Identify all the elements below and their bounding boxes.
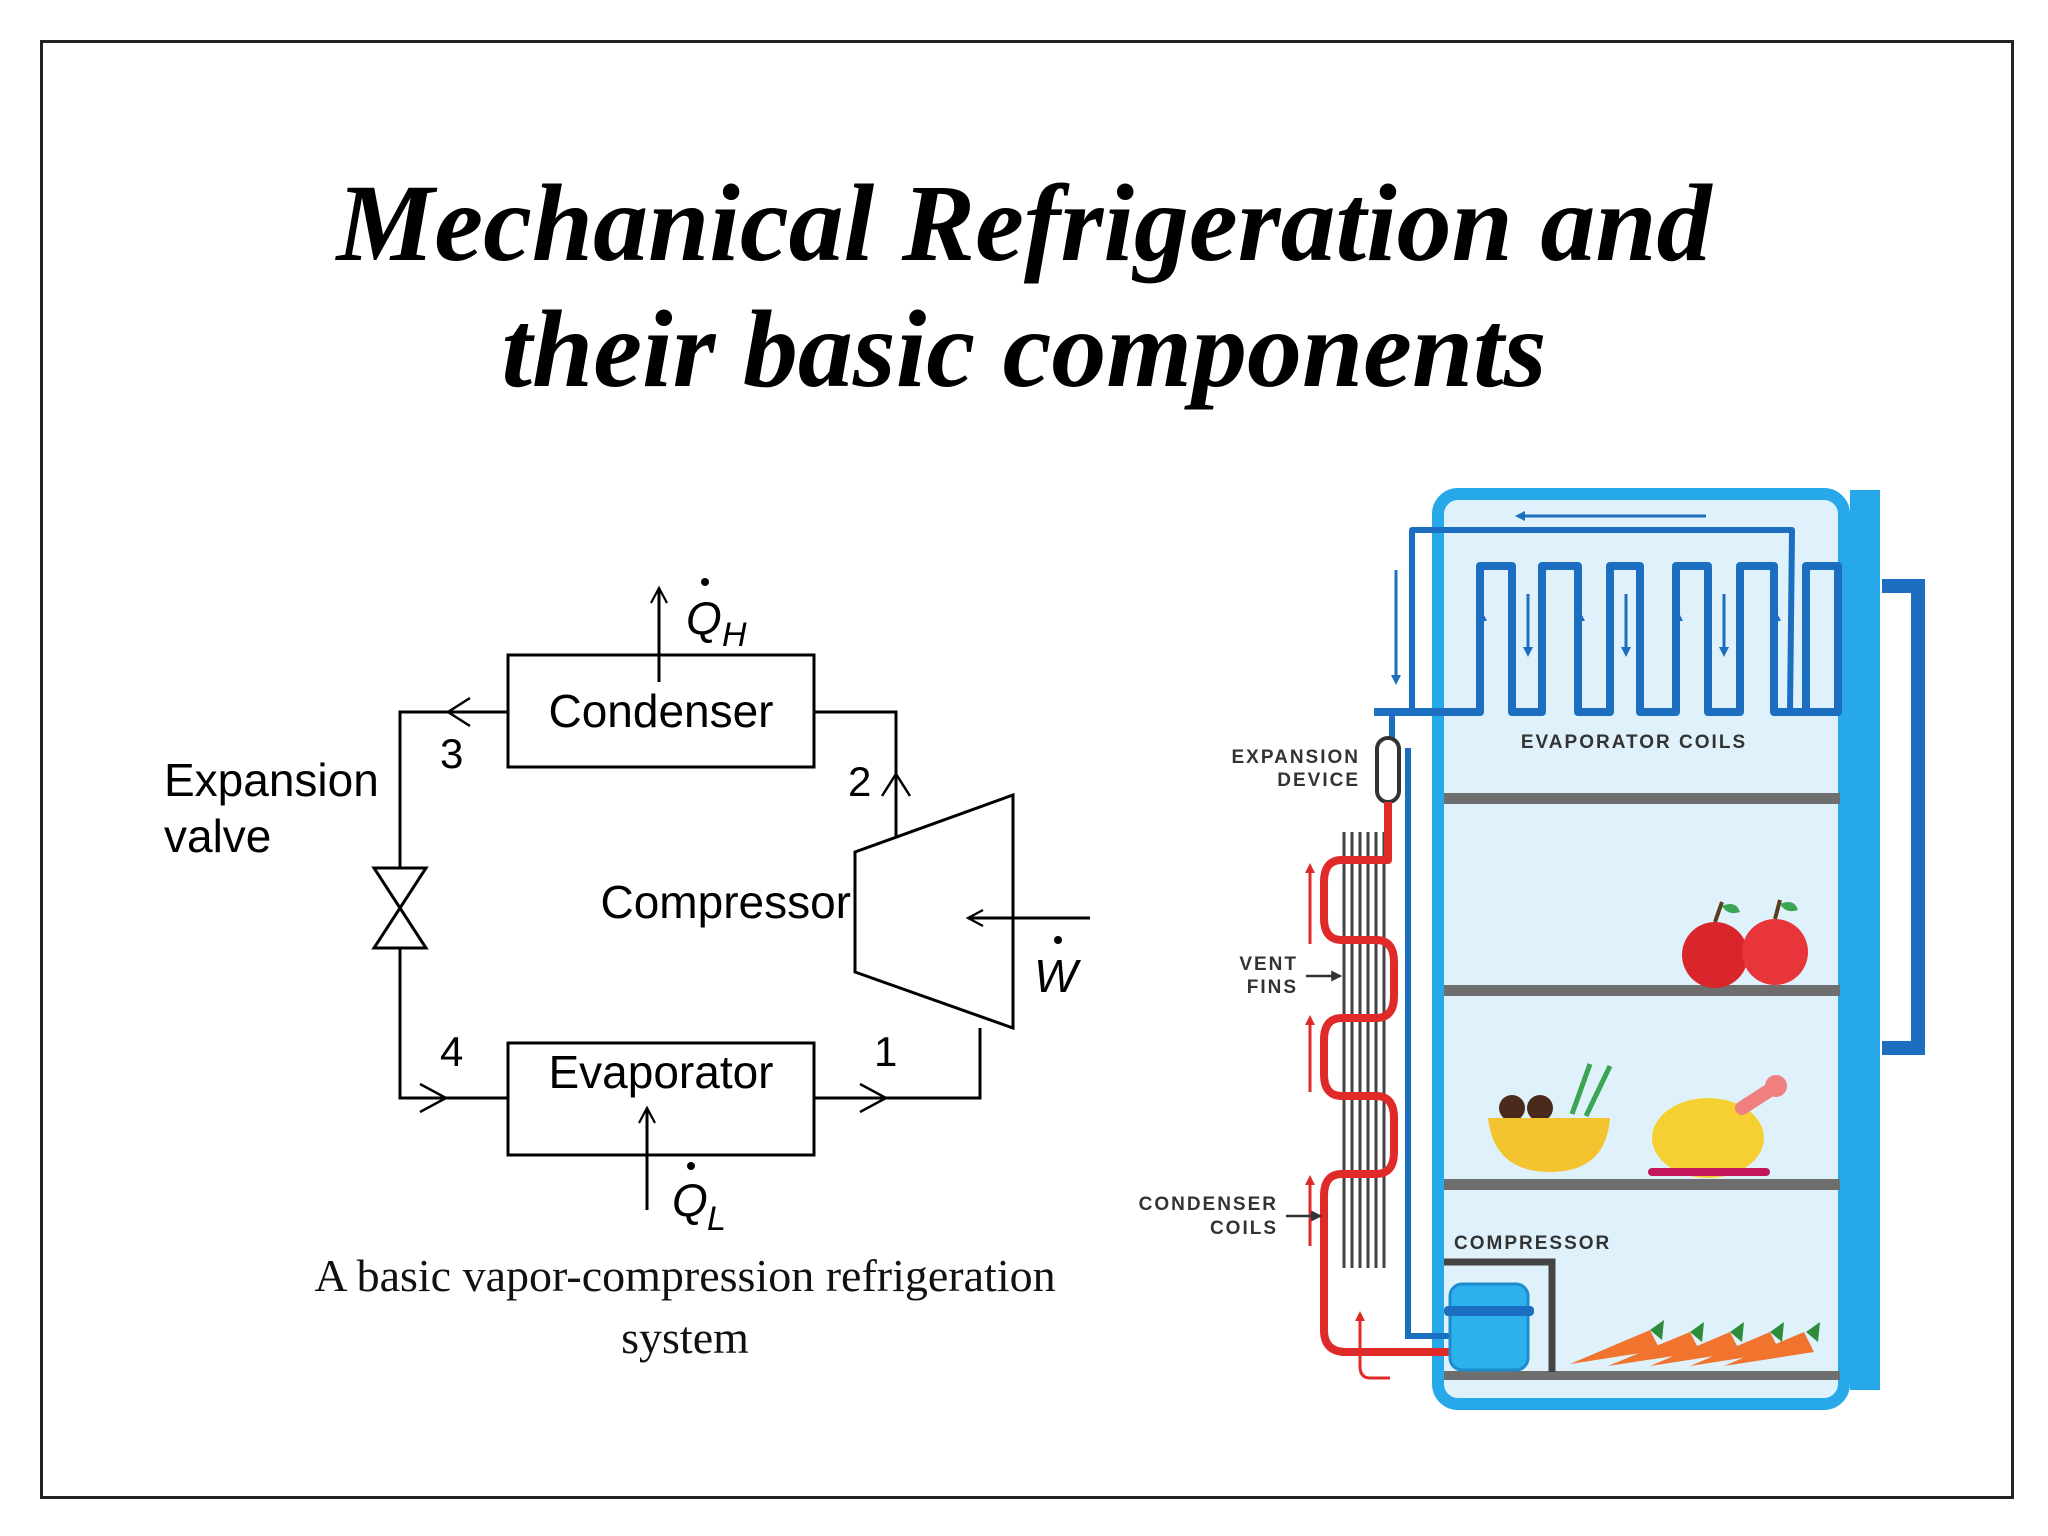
slide-title: Mechanical Refrigeration and their basic… — [0, 160, 2048, 412]
fridge-door-edge — [1850, 490, 1880, 1390]
fridge-compressor-band — [1444, 1306, 1534, 1316]
expansion-device-label-1: EXPANSION — [1231, 747, 1360, 768]
compressor-shape — [853, 792, 1015, 1031]
shelf-3 — [1444, 1179, 1840, 1190]
evaporator-label: Evaporator — [548, 1046, 773, 1098]
flow-arrows — [419, 696, 912, 1114]
pipe-2 — [814, 710, 898, 836]
coil-return-line — [1389, 527, 1795, 748]
pipe-3 — [398, 710, 508, 868]
arrow-3-left — [445, 696, 471, 728]
pipe-1 — [814, 1028, 982, 1100]
condenser-coils-label-2: COILS — [1210, 1218, 1278, 1239]
compressor-fridge-label: COMPRESSOR — [1454, 1233, 1611, 1254]
w-dot — [1054, 936, 1062, 944]
fridge-handle — [1882, 579, 1925, 1055]
fridge-body — [1432, 488, 1850, 1410]
state-4-label: 4 — [440, 1028, 463, 1075]
vent-fins-label-2: FINS — [1247, 977, 1298, 998]
vapor-compression-schematic — [371, 653, 1015, 1157]
diagram-caption: A basic vapor-compression refrigeration … — [230, 1245, 1140, 1369]
state-2-label: 2 — [848, 758, 871, 805]
expansion-device — [1375, 736, 1401, 804]
ql-subscript: L — [707, 1200, 726, 1238]
evaporator-coil — [1374, 562, 1842, 716]
red-arrow-return — [1355, 1311, 1390, 1380]
food-bowl-icon — [1488, 1063, 1613, 1172]
pipe-4 — [398, 948, 508, 1100]
title-line-1: Mechanical Refrigeration and — [336, 162, 1712, 284]
arrow-2-up — [880, 771, 912, 797]
state-3-label: 3 — [440, 730, 463, 777]
condenser-coil — [1320, 802, 1454, 1356]
vent-fins — [1342, 832, 1386, 1268]
slide-frame — [40, 40, 2014, 1499]
qh-symbol: Q H — [686, 578, 747, 654]
w-letter: W — [1034, 950, 1082, 1002]
ql-symbol: Q L — [672, 1162, 726, 1238]
suction-line — [1405, 748, 1454, 1339]
state-1-label: 1 — [874, 1028, 897, 1075]
qh-subscript: H — [722, 616, 747, 654]
shelf-1 — [1444, 793, 1840, 804]
shelf-bottom — [1444, 1371, 1840, 1380]
arrow-1-right — [859, 1082, 889, 1114]
arrow-4-right — [419, 1082, 449, 1114]
title-line-2: their basic components — [501, 288, 1547, 410]
shelf-2 — [1444, 985, 1840, 996]
expansion-valve-label-1: Expansion — [164, 754, 379, 806]
qh-dot — [701, 578, 709, 586]
carrots-icon — [1570, 1320, 1820, 1366]
condenser-label: Condenser — [548, 685, 773, 737]
compressor-compartment — [1444, 1258, 1556, 1372]
caption-line-2: system — [621, 1312, 749, 1363]
chicken-icon — [1648, 1075, 1787, 1178]
qh-letter: Q — [686, 592, 722, 644]
caption-line-1: A basic vapor-compression refrigeration — [314, 1250, 1056, 1301]
w-symbol: W — [1034, 936, 1082, 1002]
expansion-valve-label-2: valve — [164, 810, 271, 862]
condenser-coils-label-1: CONDENSER — [1139, 1194, 1278, 1215]
vent-fins-label-1: VENT — [1239, 954, 1298, 975]
ql-letter: Q — [672, 1174, 708, 1226]
apples-icon — [1682, 899, 1808, 988]
expansion-device-label-2: DEVICE — [1277, 770, 1360, 791]
expansion-valve-symbol — [371, 866, 429, 950]
fridge-compressor-unit — [1448, 1282, 1530, 1372]
ql-dot — [687, 1162, 695, 1170]
evaporator-coils-label: EVAPORATOR COILS — [1521, 732, 1747, 753]
fridge-illustration: EVAPORATOR COILS EXPANSION DEVICE VENT F… — [1139, 488, 1925, 1410]
compressor-label: Compressor — [600, 876, 851, 928]
